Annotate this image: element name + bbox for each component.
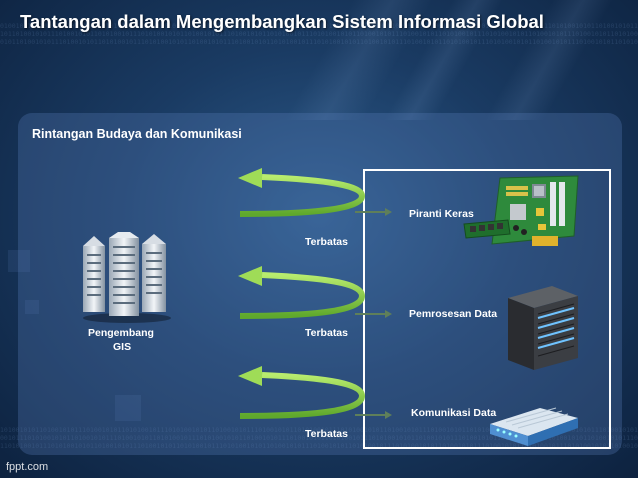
connector-label-2: Terbatas (305, 327, 348, 339)
office-buildings-icon (83, 232, 171, 323)
curved-arrow-2 (239, 272, 366, 319)
footer-brand: fppt.com (6, 461, 49, 473)
device-label-processing: Pemrosesan Data (409, 308, 498, 320)
deco-square (8, 250, 30, 272)
panel-subtitle: Rintangan Budaya dan Komunikasi (32, 127, 242, 141)
curved-arrow-3 (239, 372, 366, 419)
arrow-row-2 (238, 266, 392, 319)
binary-texture-bottom-2: 0010111010100101011010010101110100101011… (0, 434, 638, 442)
curved-arrow-1 (239, 174, 366, 217)
binary-texture-bottom-3: 1101010010111010100101011010010101110100… (0, 442, 638, 450)
arrow-head-2 (238, 266, 262, 286)
actor-label-line-2: GIS (113, 341, 132, 353)
connector-head-3 (385, 411, 392, 419)
arrow-head-1 (238, 168, 262, 188)
modem-icon (490, 407, 578, 446)
binary-texture-bottom: 1010010101101001010111010010101101010010… (0, 426, 638, 434)
arrow-row-3 (238, 366, 392, 419)
devices-frame (363, 169, 611, 449)
connector-label-3: Terbatas (305, 428, 348, 440)
server-tower-icon (508, 286, 578, 370)
binary-texture-top-2: 1011010010101110100101011010100101110101… (0, 30, 638, 38)
device-label-communication: Komunikasi Data (411, 407, 497, 419)
slide-title: Tantangan dalam Mengembangkan Sistem Inf… (20, 11, 544, 32)
deco-square-2 (115, 395, 141, 421)
binary-texture-top: 0100101110101001010110100101011101001010… (0, 22, 638, 30)
binary-texture-top-3: 0101101001010111010010101101010010111010… (0, 38, 638, 46)
deco-square-3 (25, 300, 39, 314)
arrow-row-1 (238, 168, 392, 217)
actor-label-line-1: Pengembang (88, 327, 154, 339)
circuit-board-icon (463, 175, 579, 246)
connector-head-1 (385, 208, 392, 216)
arrow-head-3 (238, 366, 262, 386)
connector-label-1: Terbatas (305, 236, 348, 248)
device-label-hardware: Piranti Keras (409, 208, 474, 220)
connector-head-2 (385, 310, 392, 318)
